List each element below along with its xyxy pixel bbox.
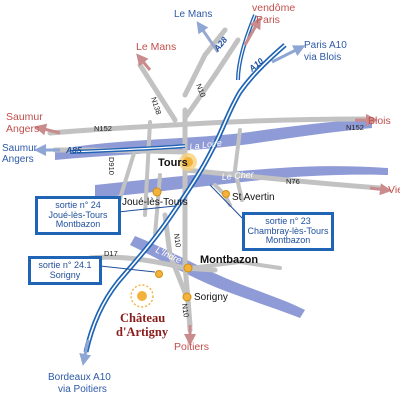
- road-d910: [162, 212, 191, 303]
- road-label-a28: A28: [211, 35, 229, 54]
- tours-marker: [179, 153, 197, 171]
- town-joue: Joué-lès-Tours: [122, 197, 188, 208]
- road-a28: [182, 27, 228, 98]
- river-cher: [95, 166, 388, 198]
- road-label-d17: D17: [104, 249, 118, 258]
- motorway-a10: [69, 14, 287, 353]
- exit-24-number: sortie n° 24: [55, 200, 101, 210]
- road-vertical-1: [143, 120, 152, 217]
- road-label-d910: D910: [107, 157, 116, 175]
- exit-24-1-junction: [155, 270, 163, 278]
- destination-saumur-angers-2a: Saumur: [2, 143, 38, 154]
- destination-poitiers: Poitiers: [174, 341, 209, 353]
- town-markers: [152, 153, 230, 302]
- town-montbazon: Montbazon: [200, 254, 258, 266]
- road-ring-east: [232, 128, 244, 202]
- town-labels: Tours Joué-lès-Tours St Avertin Montbazo…: [122, 157, 275, 303]
- river-label-cher: Le Cher: [221, 169, 255, 182]
- joue-marker: [152, 187, 162, 197]
- leader-exit-23: [209, 184, 247, 223]
- town-sorigny: Sorigny: [194, 292, 228, 303]
- exit-24-town-2: Montbazon: [55, 219, 101, 229]
- arrow-bordeaux: [79, 339, 92, 366]
- town-st-avertin: St Avertin: [232, 192, 275, 203]
- arrow-vendome: [243, 16, 261, 46]
- river-label-loire: La Loire: [189, 138, 223, 152]
- destination-paris-blois-1: Paris A10: [304, 40, 347, 51]
- road-label-a85: A85: [65, 145, 82, 155]
- arrow-saumur-angers-1: [34, 123, 61, 136]
- exit-24-1-box: sortie n° 24.1 Sorigny: [28, 256, 102, 285]
- road-label-n152-east: N152: [346, 123, 364, 132]
- destination-labels: Le Mans vendôme Paris Le Mans Paris A10 …: [2, 2, 400, 395]
- exit-23-town-1: Chambray-lès-Tours: [247, 225, 329, 236]
- arrow-vierzon: [369, 183, 392, 196]
- destination-le-mans-mid: Le Mans: [136, 41, 176, 53]
- chateau-label-1: Château: [120, 311, 165, 325]
- road-n76: [182, 167, 383, 191]
- destination-paris-blois-2: via Blois: [304, 52, 341, 63]
- road-label-n152-west: N152: [94, 124, 112, 133]
- road-label-n10-south-2: N10: [180, 303, 191, 318]
- arrow-le-mans-top: [196, 21, 220, 53]
- motorway-a85-centre: [69, 145, 186, 153]
- town-tours: Tours: [158, 157, 188, 169]
- exit-leaders: [99, 184, 247, 273]
- exit-24-1-number: sortie n° 24.1: [38, 260, 92, 270]
- destination-bordeaux-1: Bordeaux A10: [48, 372, 111, 383]
- leader-exit-24-1: [99, 265, 156, 273]
- chateau-label-2: d'Artigny: [116, 325, 169, 339]
- sorigny-marker: [182, 292, 192, 302]
- exit-24-box: sortie n° 24 Joué-lès-Tours Montbazon: [35, 196, 121, 235]
- exit-23-number: sortie n° 23: [265, 216, 311, 226]
- road-montbazon-east: [188, 259, 282, 270]
- road-label-n76: N76: [286, 177, 300, 186]
- road-vertical-2: [116, 148, 137, 207]
- exit-23-town-2: Montbazon: [265, 235, 311, 245]
- road-label-n10-south-1: N10: [172, 233, 183, 248]
- river-indre: [130, 236, 305, 318]
- leader-exit-24: [117, 205, 176, 213]
- road-label-a10: A10: [246, 56, 265, 75]
- destination-blois: Blois: [368, 115, 391, 127]
- montbazon-marker: [183, 263, 193, 273]
- destination-saumur-angers-2b: Angers: [2, 154, 34, 165]
- chateau-icon: [130, 284, 154, 308]
- exit-23-box: sortie n° 23 Chambray-lès-Tours Montbazo…: [242, 212, 334, 251]
- destination-saumur-angers-1b: Angers: [6, 123, 39, 135]
- destination-saumur-angers-1a: Saumur: [6, 111, 43, 123]
- destination-arrows: [34, 16, 392, 366]
- road-n10-north: [182, 37, 241, 121]
- arrow-paris-blois: [271, 45, 306, 64]
- destination-vierzon: Vierzon: [388, 184, 400, 196]
- motorway-a10-centre: [85, 44, 286, 353]
- destination-bordeaux-2: via Poitiers: [58, 384, 107, 395]
- exit-24-town-1: Joué-lès-Tours: [48, 209, 108, 220]
- exit-24-1-town: Sorigny: [49, 269, 81, 280]
- road-n152-west: [47, 116, 371, 136]
- destination-vendome: vendôme: [252, 2, 295, 14]
- destination-paris-top: Paris: [256, 14, 280, 26]
- destination-le-mans-top: Le Mans: [174, 9, 212, 20]
- st-avertin-marker: [222, 190, 230, 198]
- road-ring-west: [153, 173, 162, 237]
- arrow-le-mans-mid: [136, 53, 152, 71]
- road-n138: [137, 62, 178, 123]
